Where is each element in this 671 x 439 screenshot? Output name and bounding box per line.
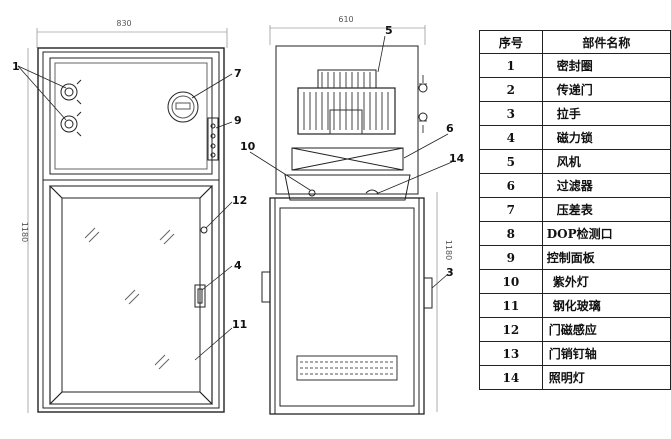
legend-index: 8	[479, 221, 543, 246]
legend-index: 9	[479, 245, 543, 270]
legend-index: 3	[479, 101, 543, 126]
legend-index: 6	[479, 173, 543, 198]
callout-11: 11	[232, 318, 247, 331]
callout-6: 6	[446, 122, 454, 135]
legend-index: 5	[479, 149, 543, 174]
legend-header-name: 部件名称	[541, 30, 671, 54]
legend-name: 风机	[541, 149, 671, 174]
legend-name: 门磁感应	[541, 317, 671, 342]
legend-name: 照明灯	[541, 365, 671, 390]
legend-name: 压差表	[541, 197, 671, 222]
side-view	[261, 25, 438, 415]
legend-name: 密封圈	[541, 53, 671, 78]
legend-name: DOP检测口	[541, 221, 671, 246]
legend-index: 11	[479, 293, 543, 318]
legend-name: 钢化玻璃	[541, 293, 671, 318]
dim-front-height: 1180	[20, 222, 29, 242]
legend-name: 拉手	[541, 101, 671, 126]
callout-7: 7	[234, 67, 242, 80]
legend-index: 13	[479, 341, 543, 366]
legend-index: 7	[479, 197, 543, 222]
legend-index: 12	[479, 317, 543, 342]
legend-index: 2	[479, 77, 543, 102]
legend-name: 磁力锁	[541, 125, 671, 150]
legend-name: 紫外灯	[541, 269, 671, 294]
callout-1: 1	[12, 60, 20, 73]
callout-3: 3	[446, 266, 454, 279]
callout-5: 5	[385, 24, 393, 37]
legend-header-index: 序号	[479, 30, 543, 54]
dim-side-height: 1180	[444, 240, 453, 260]
legend-name: 过滤器	[541, 173, 671, 198]
callout-14: 14	[449, 152, 465, 165]
legend-name: 门销钉轴	[541, 341, 671, 366]
callout-4: 4	[234, 259, 242, 272]
legend-name: 控制面板	[541, 245, 671, 270]
legend-header-row: 序号 部件名称	[479, 30, 671, 54]
dim-front-width: 830	[116, 19, 131, 28]
legend-name: 传递门	[541, 77, 671, 102]
callout-leaders	[17, 35, 453, 361]
callout-10: 10	[240, 140, 256, 153]
legend-index: 1	[479, 53, 543, 78]
legend-index: 10	[479, 269, 543, 294]
callout-9: 9	[234, 114, 242, 127]
front-view	[27, 28, 228, 413]
legend-index: 4	[479, 125, 543, 150]
dim-side-depth: 610	[338, 15, 353, 24]
legend-index: 14	[479, 365, 543, 390]
callout-12: 12	[232, 194, 247, 207]
